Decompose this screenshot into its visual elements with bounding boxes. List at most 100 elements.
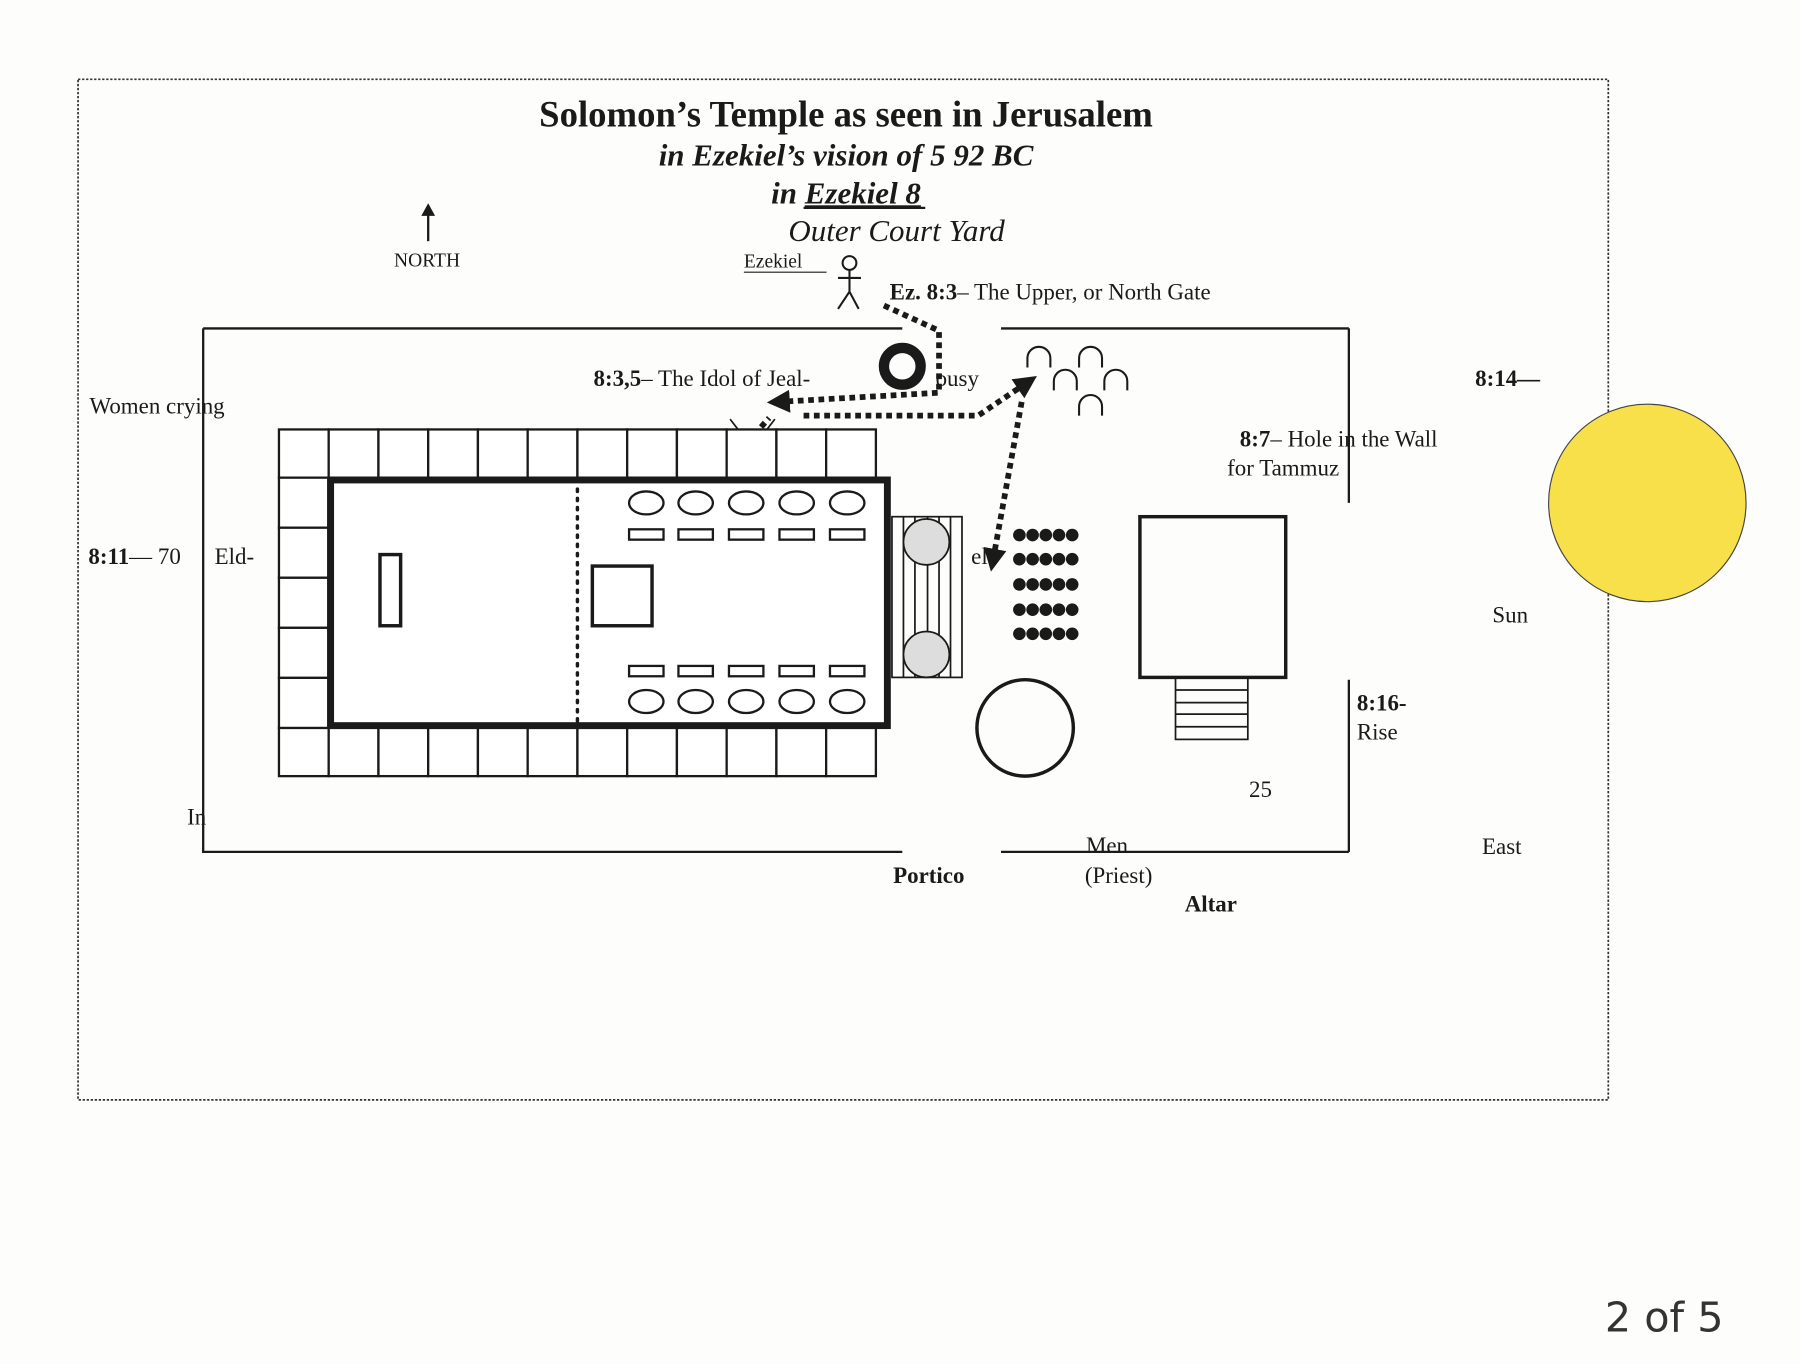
- chamber-cell: [675, 726, 728, 778]
- lampstand-icon: [778, 490, 816, 516]
- table-icon: [778, 664, 816, 678]
- elder-dot: [1026, 578, 1039, 591]
- lampstand-icon: [677, 490, 715, 516]
- chamber-cell: [476, 428, 529, 479]
- women-crying-label: Women crying: [90, 393, 226, 418]
- page-number: 2 of 5: [1605, 1294, 1724, 1342]
- lampstands-and-tables: [627, 490, 866, 715]
- elder-dot: [1039, 603, 1053, 616]
- elder-dot: [1013, 578, 1026, 591]
- chamber-cell: [327, 428, 380, 479]
- chamber-cell: [277, 626, 330, 680]
- chamber-cell: [526, 726, 579, 778]
- elder-dot: [1065, 528, 1079, 542]
- outer-court-wall: [202, 327, 1351, 854]
- elder-dot: [1065, 603, 1079, 616]
- elders-label-tail: els: [971, 544, 997, 569]
- chamber-cell: [576, 428, 629, 479]
- rise-label: Rise: [1357, 719, 1398, 744]
- table-icon: [677, 664, 715, 678]
- altar-of-incense-icon: [590, 564, 654, 628]
- ark-icon: [378, 552, 403, 628]
- chamber-cell: [476, 726, 529, 778]
- table-icon: [828, 664, 866, 678]
- sun-icon: [1548, 403, 1747, 603]
- chamber-cell: [775, 428, 828, 479]
- women-figures: [1026, 345, 1129, 416]
- elder-dot: [1052, 528, 1066, 542]
- side-chambers: [277, 428, 878, 778]
- idol-label: 8:3,5– The Idol of Jeal-: [593, 366, 810, 391]
- bronze-sea-icon: [975, 677, 1076, 778]
- table-icon: [778, 528, 816, 541]
- altar-steps: [1174, 676, 1249, 741]
- elder-dot: [1013, 528, 1026, 542]
- table-icon: [627, 528, 665, 541]
- chamber-cell: [626, 428, 679, 479]
- chamber-cell: [825, 428, 878, 479]
- title: Solomon’s Temple as seen in Jerusalem: [539, 93, 1153, 134]
- sun-label: Sun: [1492, 602, 1528, 627]
- chamber-cell: [327, 726, 380, 778]
- chamber-cell: [277, 576, 330, 629]
- subtitle-reference: in Ezekiel 8: [771, 175, 921, 210]
- rise-ref-label: 8:16-: [1357, 691, 1407, 716]
- lampstand-icon: [828, 490, 866, 516]
- dotted-frame: [77, 78, 1610, 1101]
- chamber-cell: [825, 726, 878, 778]
- elder-dot: [1065, 578, 1079, 591]
- chamber-cell: [725, 726, 778, 778]
- elder-dot: [1052, 603, 1066, 616]
- lampstand-icon: [828, 688, 866, 715]
- priest-label: (Priest): [1085, 863, 1153, 888]
- portico-porch: [891, 515, 963, 679]
- elder-dot: [1013, 627, 1026, 641]
- elders-label: 8:11— 70: [88, 544, 180, 569]
- elder-dot: [1052, 578, 1066, 591]
- lampstand-icon: [627, 490, 665, 516]
- idol-label-tail: ousy: [936, 366, 980, 391]
- altar-label: Altar: [1185, 892, 1237, 917]
- elders-label-mid: Eld-: [215, 544, 255, 569]
- lampstand-icon: [727, 490, 765, 516]
- elder-dot: [1026, 552, 1039, 566]
- elder-dot: [1065, 552, 1079, 566]
- chamber-cell: [626, 726, 679, 778]
- chamber-cell: [377, 726, 430, 778]
- north-arrow-icon: [421, 203, 436, 242]
- elder-dot: [1039, 528, 1053, 542]
- chamber-cell: [277, 526, 330, 579]
- chamber-cell: [526, 428, 579, 479]
- table-icon: [677, 528, 715, 541]
- chamber-cell: [775, 726, 828, 778]
- in-label: In: [187, 804, 207, 829]
- stick-figure-icon: [837, 255, 861, 310]
- hole-label: 8:7– Hole in the Wall: [1240, 427, 1438, 452]
- elder-dot: [1039, 578, 1053, 591]
- north-label: NORTH: [394, 250, 460, 271]
- elders-dots: [1013, 528, 1079, 641]
- elder-dot: [1052, 627, 1066, 641]
- men-label: Men: [1086, 833, 1129, 858]
- chamber-cell: [277, 476, 330, 529]
- chamber-cell: [675, 428, 728, 479]
- ezekiel-label: Ezekiel: [744, 252, 803, 273]
- chamber-cell: [377, 428, 430, 479]
- table-icon: [627, 664, 665, 678]
- count-label: 25: [1249, 777, 1272, 802]
- tammuz-label: for Tammuz: [1227, 455, 1339, 480]
- chamber-cell: [427, 428, 480, 479]
- elder-dot: [1013, 552, 1026, 566]
- table-icon: [727, 664, 765, 678]
- elder-dot: [1065, 627, 1079, 641]
- chamber-cell: [427, 726, 480, 778]
- altar-icon: [1138, 514, 1288, 680]
- table-icon: [828, 528, 866, 541]
- outer-court-label: Outer Court Yard: [788, 213, 1005, 248]
- lampstand-icon: [727, 688, 765, 715]
- lampstand-icon: [677, 688, 715, 715]
- elder-dot: [1013, 603, 1026, 616]
- portico-label: Portico: [893, 863, 964, 888]
- subtitle-vision: in Ezekiel’s vision of 5 92 BC: [659, 137, 1034, 172]
